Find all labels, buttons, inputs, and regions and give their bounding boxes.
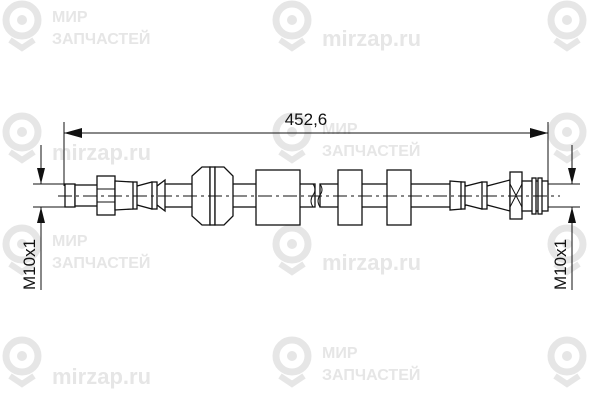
arrowhead-left-icon xyxy=(64,128,82,138)
watermark-layer: МИР ЗАПЧАСТЕЙ mirzap.ru mirzap.ru МИР ЗА… xyxy=(6,4,583,389)
watermark-logo-icon xyxy=(276,228,308,272)
left-hex-nut xyxy=(96,175,116,216)
watermark-logo-icon xyxy=(6,4,38,48)
watermark-text: МИР xyxy=(52,9,88,26)
watermark-logo-icon xyxy=(276,4,308,48)
watermark-logo-icon xyxy=(551,4,583,48)
right-thread-dimension: M10x1 xyxy=(546,145,580,290)
watermark-text: mirzap.ru xyxy=(52,140,151,165)
right-thread-label: M10x1 xyxy=(551,239,570,290)
watermark-text: ЗАПЧАСТЕЙ xyxy=(322,141,420,160)
sleeve xyxy=(337,169,363,226)
watermark-text: МИР xyxy=(322,121,358,138)
length-label: 452,6 xyxy=(285,110,328,129)
watermark-logo-icon xyxy=(551,340,583,384)
watermark-text: ЗАПЧАСТЕЙ xyxy=(52,253,150,272)
watermark-text: mirzap.ru xyxy=(52,364,151,389)
left-thread-label: M10x1 xyxy=(20,239,39,290)
watermark-logo-icon xyxy=(6,340,38,384)
left-thread-tip xyxy=(64,183,76,208)
left-thread-dimension: M10x1 xyxy=(20,145,66,290)
watermark-logo-icon xyxy=(6,116,38,160)
watermark-text: mirzap.ru xyxy=(322,250,421,275)
watermark-text: ЗАПЧАСТЕЙ xyxy=(322,365,420,384)
watermark-text: ЗАПЧАСТЕЙ xyxy=(52,29,150,48)
hose xyxy=(58,166,560,226)
watermark-logo-icon xyxy=(551,116,583,160)
watermark-logo-icon xyxy=(276,340,308,384)
watermark-text: mirzap.ru xyxy=(322,26,421,51)
sleeve xyxy=(386,169,412,226)
watermark-text: МИР xyxy=(52,233,88,250)
watermark-text: МИР xyxy=(322,345,358,362)
length-dimension: 452,6 xyxy=(63,110,549,186)
sleeve xyxy=(255,169,301,226)
arrowhead-right-icon xyxy=(530,128,548,138)
